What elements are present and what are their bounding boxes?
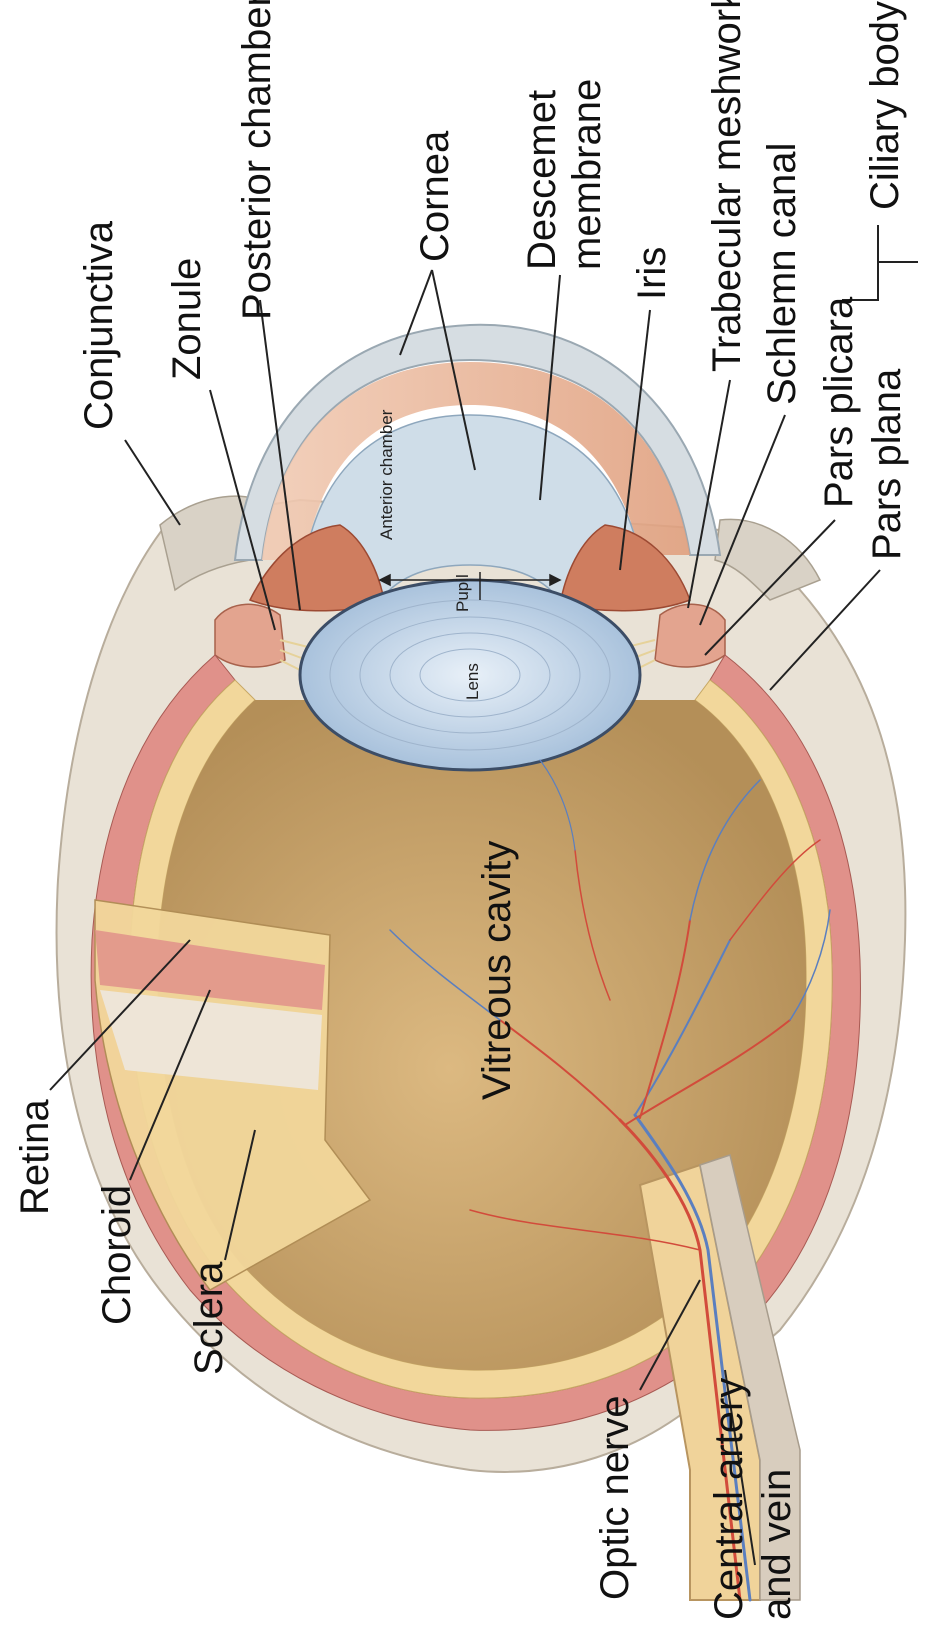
label-pars-plicara: Pars plicara [817,296,861,508]
label-trabecular-meshwork: Trabecular meshwork [705,0,749,372]
label-sclera: Sclera [187,1261,231,1375]
ciliary-body-left [215,604,285,667]
ciliary-body-right [655,604,725,667]
label-retina: Retina [13,1099,57,1215]
label-descemet-2: membrane [565,79,609,270]
label-optic-nerve: Optic nerve [593,1395,637,1600]
label-schlemn-canal: Schlemn canal [760,143,804,405]
label-descemet-1: Descemet [520,90,564,270]
label-lens: Lens [463,663,482,700]
label-zonule: Zonule [165,258,209,380]
label-choroid: Choroid [95,1185,139,1325]
label-pars-plana: Pars plana [865,368,909,560]
label-ciliary-body: Ciliary body [863,1,907,210]
label-central-artery-2: and vein [755,1469,799,1620]
label-conjunctiva: Conjunctiva [77,220,121,430]
label-anterior-chamber: Anterior chamber [377,409,396,540]
label-iris: Iris [630,247,674,300]
label-cornea: Cornea [413,130,457,262]
label-vitreous-cavity: Vitreous cavity [475,841,519,1100]
label-posterior-chamber: Posterior chamber [235,0,279,320]
label-central-artery-1: Central artery [707,1378,751,1620]
